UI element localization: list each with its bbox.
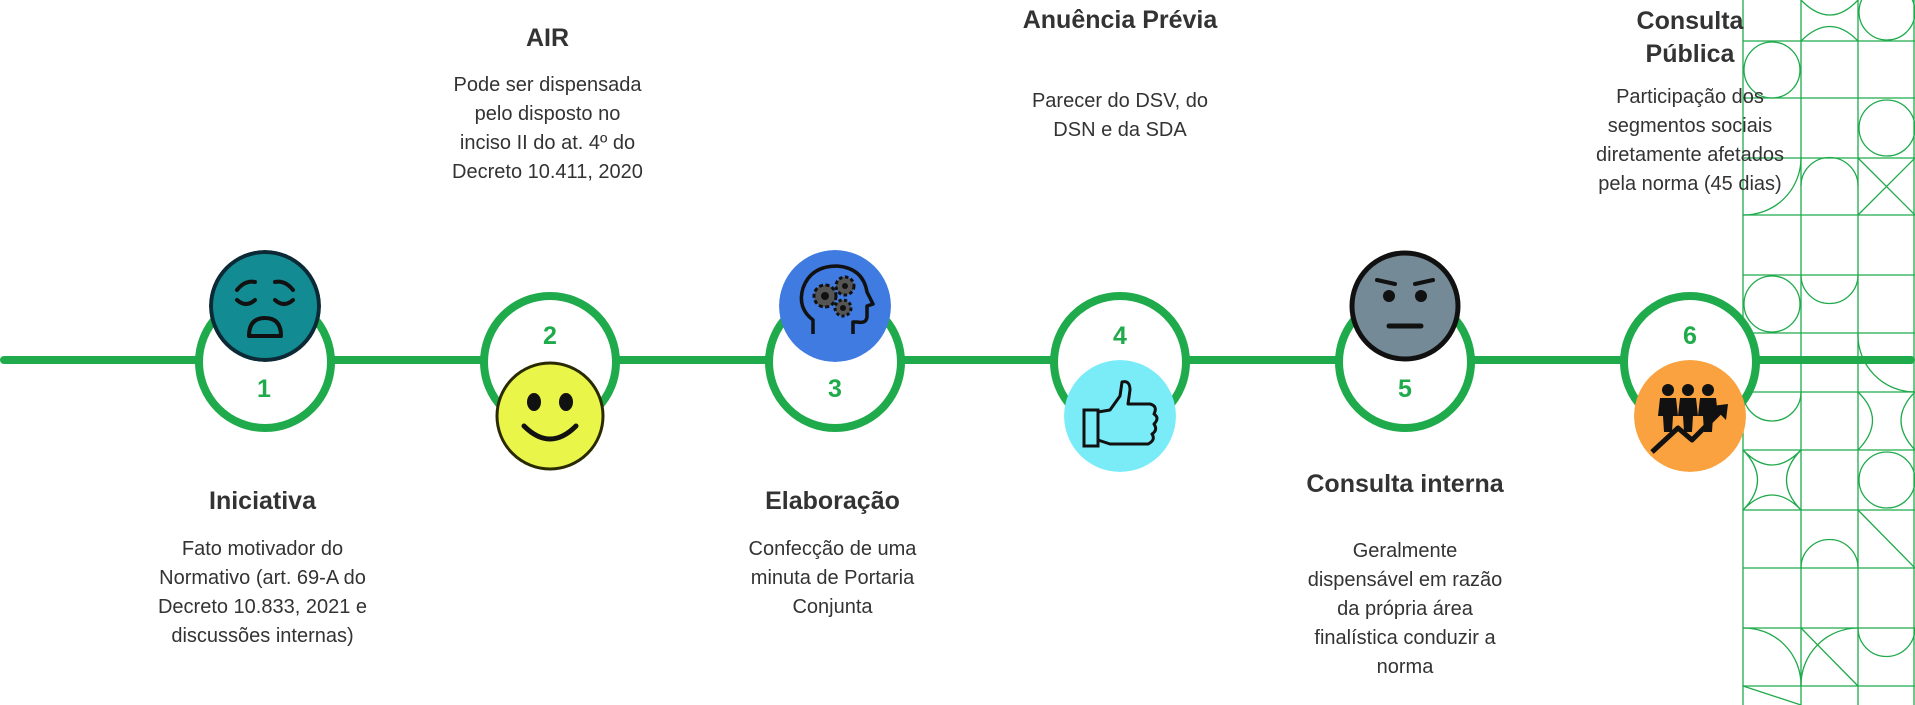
step-3-description: Confecção de uma minuta de Portaria Conj…	[748, 538, 917, 618]
step-4-number: 4	[1113, 322, 1127, 350]
step-2-description: Pode ser dispensada pelo disposto no inc…	[452, 74, 643, 183]
step-6-description: Participação dos segmentos sociais diret…	[1596, 86, 1784, 195]
step-3-number: 3	[828, 375, 842, 403]
step-4-title: Anuência Prévia	[1022, 6, 1218, 34]
people-growth-icon	[1634, 360, 1746, 472]
step-5-title: Consulta interna	[1306, 470, 1504, 498]
timeline-line	[0, 356, 1915, 364]
step-1-title: Iniciativa	[209, 487, 316, 515]
step-5-description: Geralmente dispensável em razão da própr…	[1307, 540, 1503, 678]
step-4-description: Parecer do DSV, do DSN e da SDA	[1031, 90, 1209, 141]
smiley-face-icon	[494, 360, 606, 472]
step-3-title: Elaboração	[765, 487, 900, 515]
thinking-head-gears-icon	[779, 250, 891, 362]
step-6-number: 6	[1683, 322, 1697, 350]
step-1-number: 1	[257, 375, 271, 403]
sad-face-icon	[209, 250, 321, 362]
step-1-description: Fato motivador do Normativo (art. 69-A d…	[157, 538, 368, 647]
step-5-number: 5	[1398, 375, 1412, 403]
step-6-title: Consulta Pública	[1636, 7, 1744, 68]
thumbs-up-icon	[1064, 360, 1176, 472]
neutral-face-icon	[1349, 250, 1461, 362]
step-2-title: AIR	[525, 24, 570, 52]
step-2-number: 2	[543, 322, 557, 350]
